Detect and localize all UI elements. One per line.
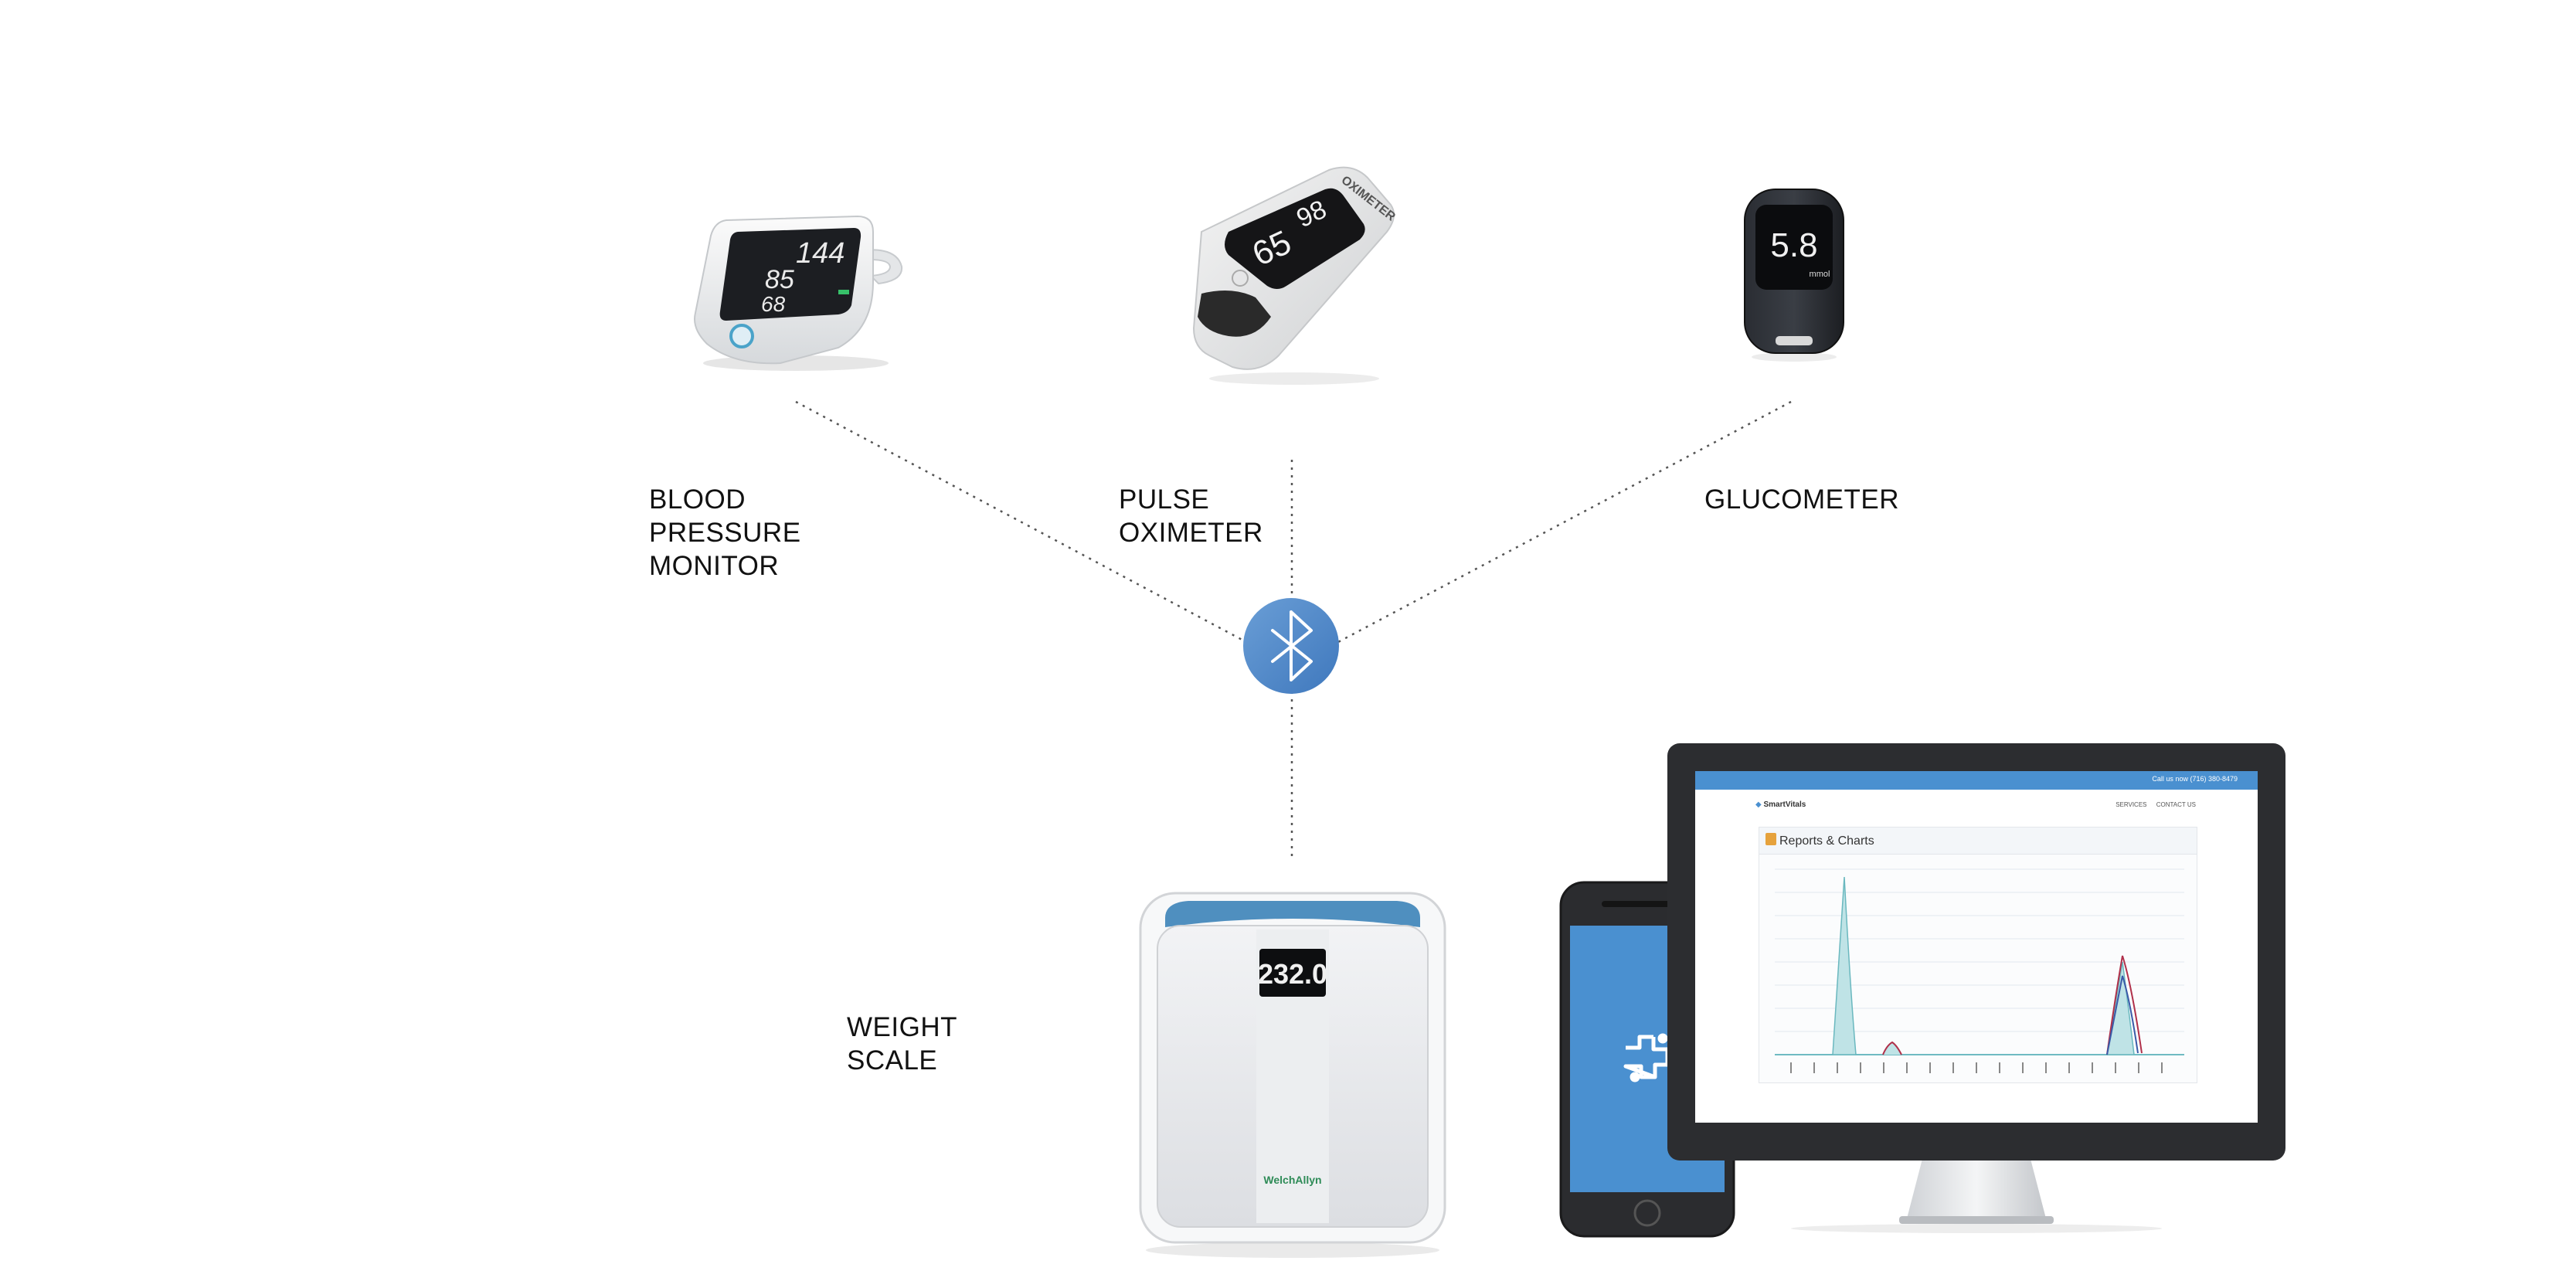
site-logo-icon: ◆ bbox=[1755, 800, 1762, 809]
reports-title: Reports & Charts bbox=[1779, 834, 1874, 848]
label-blood-pressure-monitor: BLOOD PRESSURE MONITOR bbox=[649, 484, 801, 581]
bluetooth-icon bbox=[1243, 598, 1339, 694]
site-nav: SERVICES CONTACT US bbox=[2116, 801, 2196, 808]
label-weight-scale: WEIGHT SCALE bbox=[847, 1012, 957, 1076]
power-icon bbox=[729, 324, 754, 348]
reports-icon bbox=[1765, 833, 1776, 845]
app-logo-icon bbox=[1623, 1033, 1670, 1082]
glucometer-reading: 5.8 bbox=[1770, 226, 1817, 264]
desktop-monitor: Call us now (716) 380-8479 ◆ SmartVitals… bbox=[1667, 743, 2285, 1238]
reports-line-chart bbox=[1775, 868, 2184, 1073]
reports-panel: Reports & Charts bbox=[1759, 827, 2197, 1083]
connector-bp bbox=[795, 400, 1249, 644]
bp-systolic: 144 bbox=[796, 237, 845, 270]
site-logo-text: SmartVitals bbox=[1763, 800, 1806, 809]
blood-pressure-monitor-image: 144 85 68 bbox=[694, 215, 903, 371]
connector-glucometer bbox=[1336, 400, 1792, 644]
scale-brand: WelchAllyn bbox=[1263, 1174, 1321, 1186]
site-logo[interactable]: ◆ SmartVitals bbox=[1755, 800, 1806, 809]
site-nav-services[interactable]: SERVICES bbox=[2116, 801, 2147, 808]
label-glucometer: GLUCOMETER bbox=[1704, 484, 1899, 515]
glucometer-unit: mmol bbox=[1810, 270, 1830, 279]
weight-scale-image: 232.0 WelchAllyn bbox=[1139, 892, 1446, 1258]
pulse-oximeter-image: OXIMETER 98 65 bbox=[1192, 166, 1398, 385]
bp-pulse: 68 bbox=[761, 292, 786, 316]
site-nav-contact[interactable]: CONTACT US bbox=[2156, 801, 2196, 808]
bp-diastolic: 85 bbox=[765, 265, 794, 294]
monitor-screen: Call us now (716) 380-8479 ◆ SmartVitals… bbox=[1695, 771, 2258, 1123]
label-pulse-oximeter: PULSE OXIMETER bbox=[1119, 484, 1263, 548]
site-top-bar: Call us now (716) 380-8479 bbox=[1695, 771, 2258, 790]
site-top-bar-text: Call us now (716) 380-8479 bbox=[2152, 775, 2238, 783]
glucometer-image: 5.8 mmol bbox=[1744, 189, 1844, 362]
reports-header: Reports & Charts bbox=[1759, 828, 2197, 855]
scale-reading: 232.0 bbox=[1258, 958, 1327, 990]
